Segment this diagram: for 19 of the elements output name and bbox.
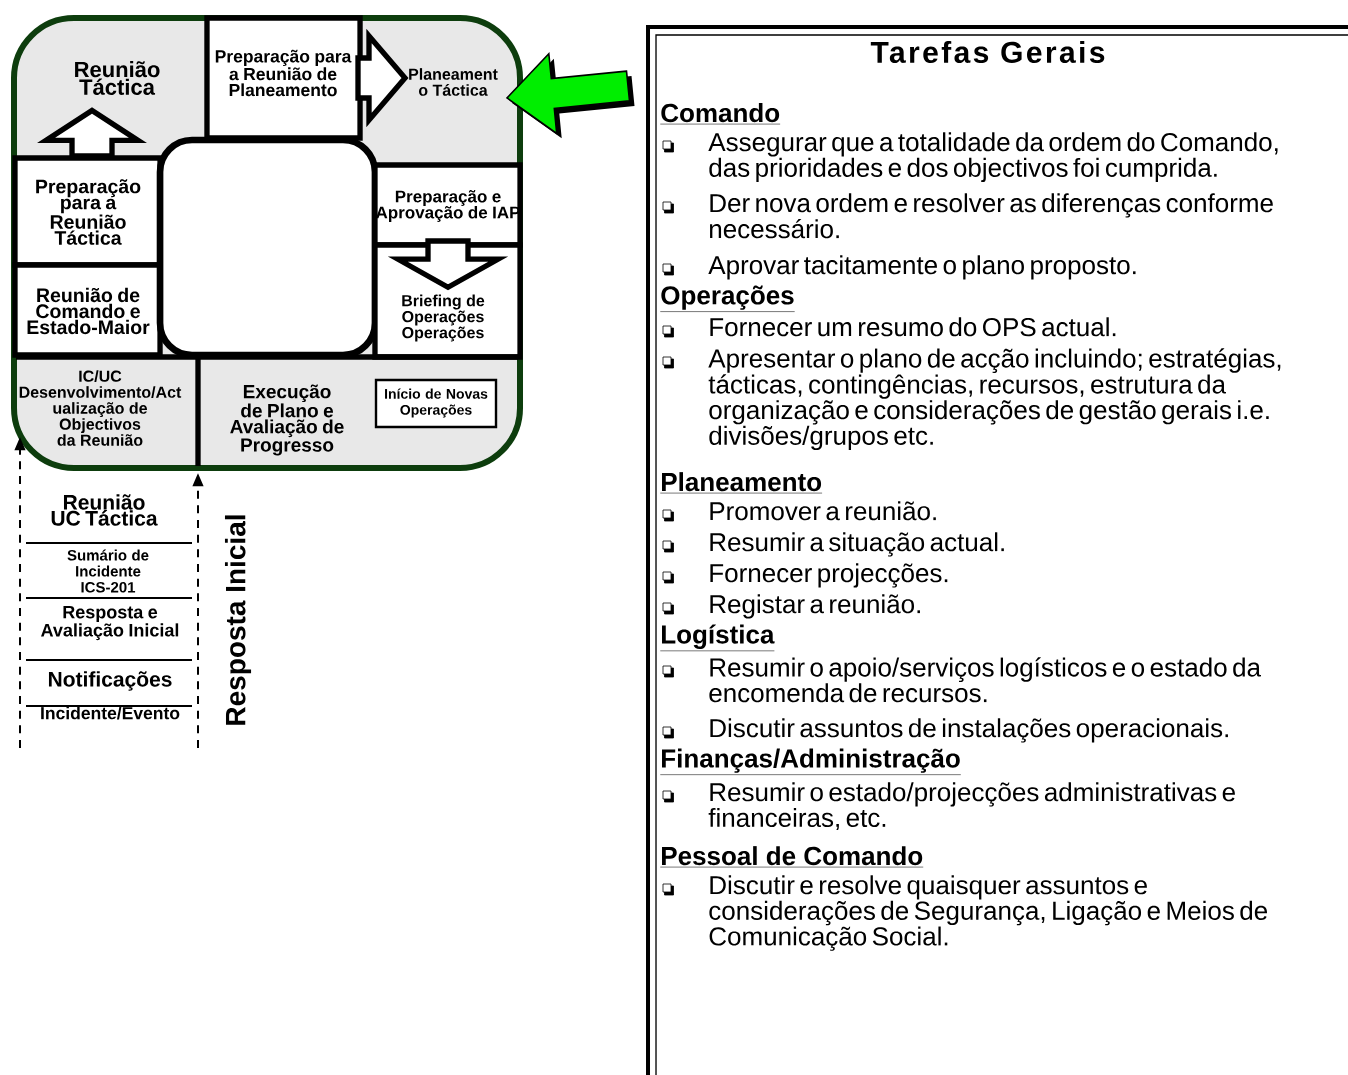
stage-text: Resposta e Avaliação Inicial xyxy=(41,605,179,641)
stage-text: Reunião Táctica xyxy=(75,61,160,95)
stage-text: Sumário de Incidente ICS-201 xyxy=(67,549,149,593)
stage-text: Reunião UC Táctica xyxy=(51,494,158,526)
block-arrow xyxy=(355,28,409,128)
block-arrow xyxy=(37,107,147,159)
stage-text: Planeament o Táctica xyxy=(409,68,498,96)
block-arrow xyxy=(505,51,635,139)
block-arrow xyxy=(387,238,509,291)
section-label: Resposta Inicial xyxy=(224,515,252,725)
stage-box: Preparação para a Reunião de Planeamento xyxy=(204,15,363,141)
stage-text: Incidente/Evento xyxy=(41,706,180,720)
stage-text: Execução de Plano e Avaliação de Progresso xyxy=(230,384,344,456)
stage-box: Início de Novas Operações xyxy=(374,378,498,429)
stage-box: Reunião de Comando e Estado-Maior xyxy=(12,262,163,358)
stage-box: Preparação para a Reunião Táctica xyxy=(12,155,163,268)
task-panel: Tarefas Gerais Comando Assegurar que a totalidade da ordem do Comando, das prioridades e dos objectivos foi cumprida. Der nova ordem e resolver as diferenças conforme necessário. Aprovar tacitamente o plano proposto. Operações Fornecer um resumo do OPS actual. Apresentar o plano de acção incluindo; estratégias, tácticas, contingências, recursos, estrutura da organização e considerações de gestão gerais i.e. divisões/grupos etc. Planeamento Promover a reunião. Resumir a situação actual. Fornecer projecções. Registar a reunião. Logística Resumir o apoio/serviços logísticos e o estado da encomenda de recursos. Discutir assuntos de instalações operacionais. Finanças/Administração Resumir o estado/projecções administrativas e financeiras, etc. Pessoal de Comando Discutir e resolve quaisquer assuntos e considerações de Segurança, Ligação e Meios de Comunicação Social. xyxy=(646,25,1348,1075)
stage-text: IC/UC Desenvolvimento/Act ualização de Objectivos da Reunião xyxy=(19,370,182,446)
stage-text: Notificações xyxy=(48,671,172,691)
